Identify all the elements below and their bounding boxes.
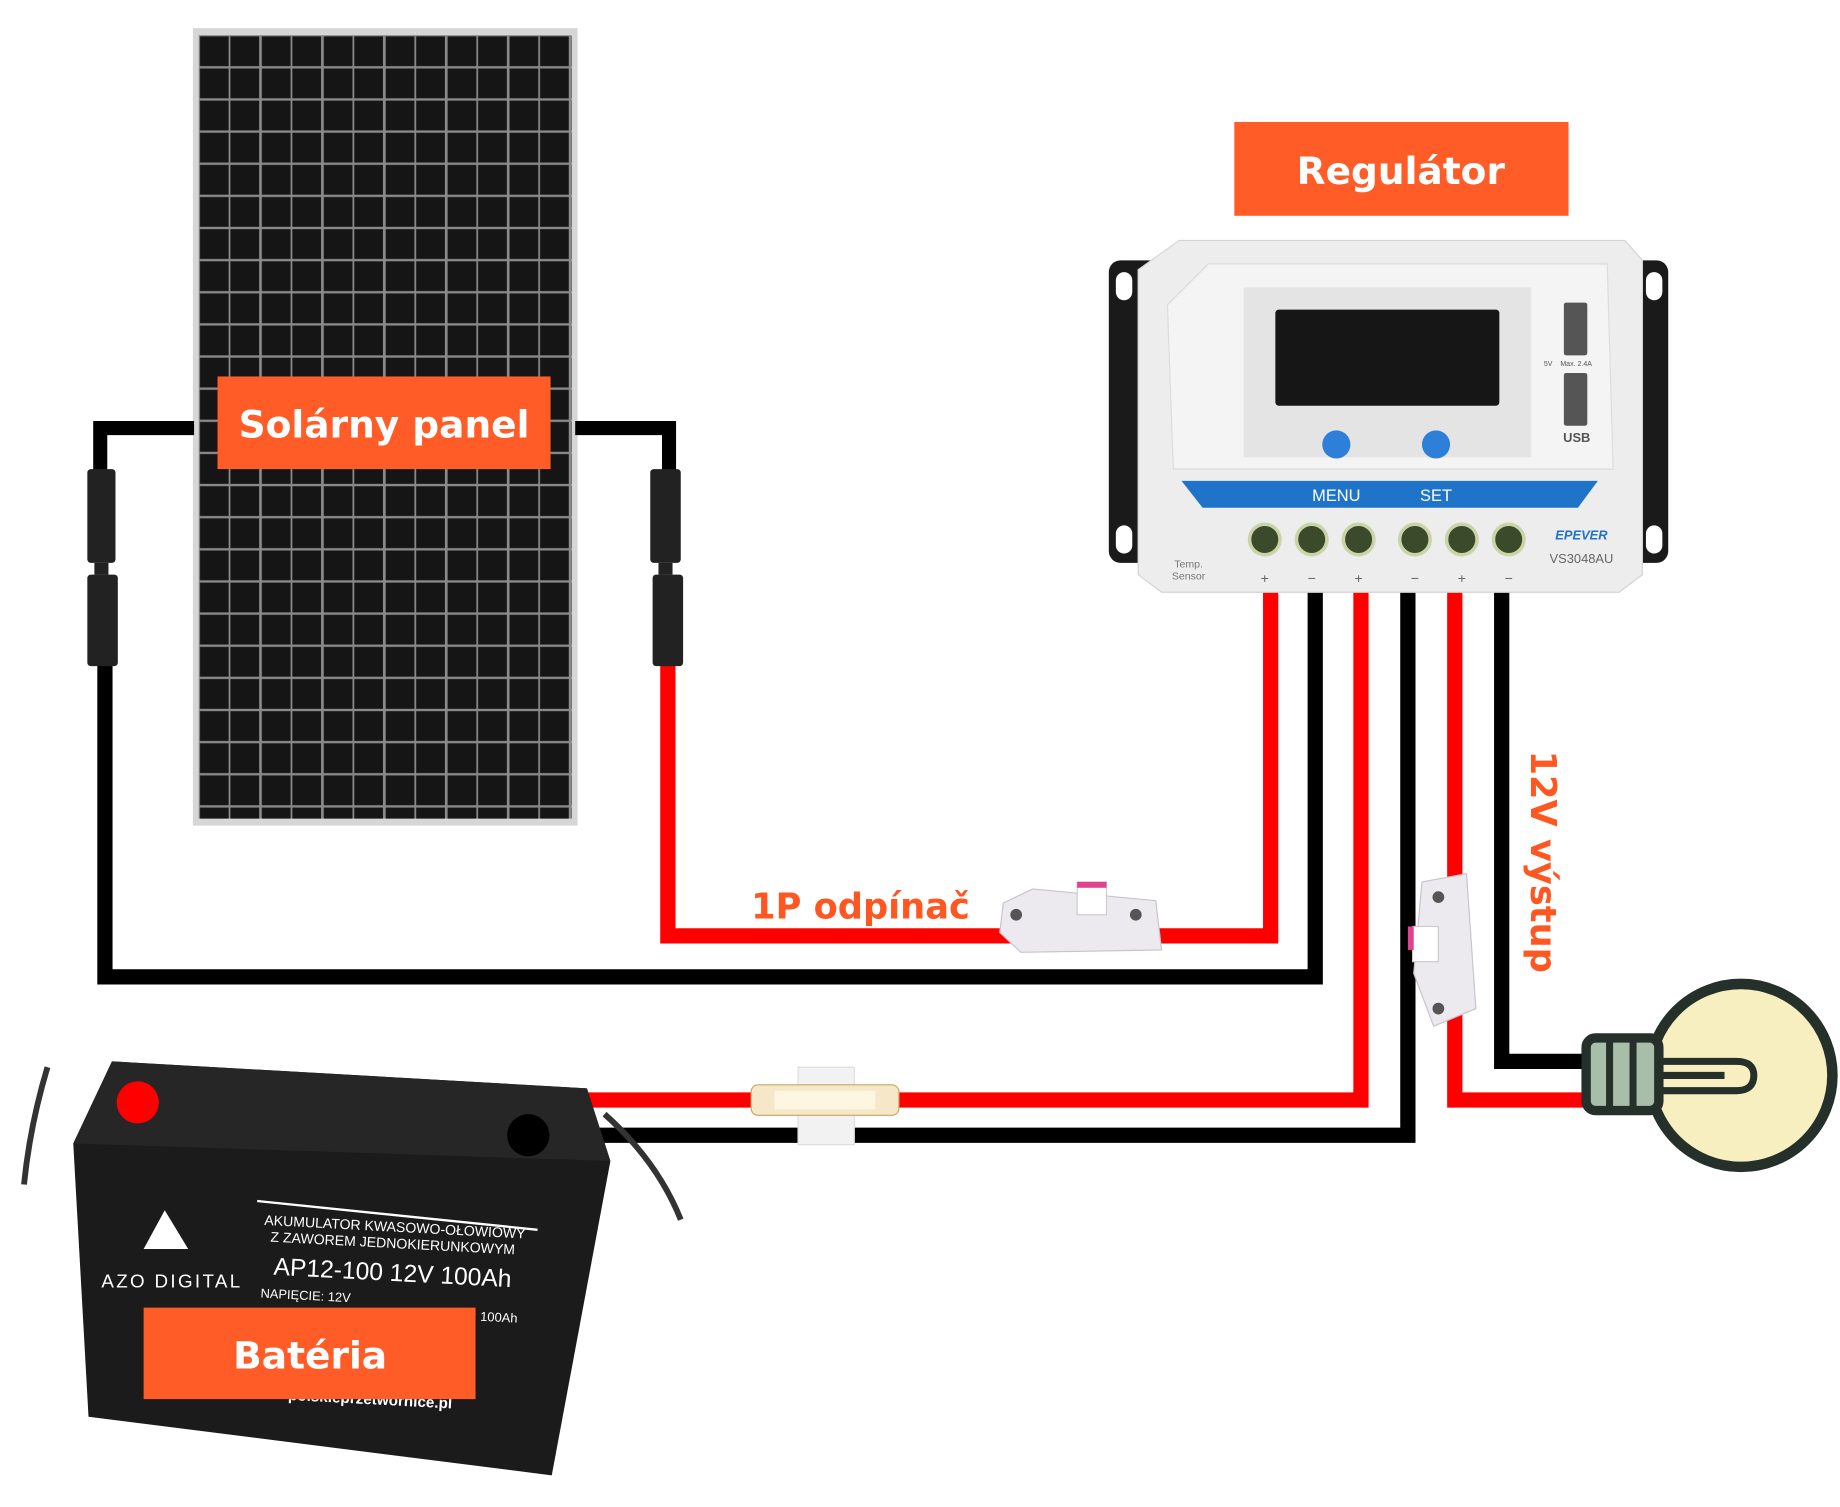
set-label: SET [1420, 487, 1452, 505]
load-positive-wire [1447, 592, 1602, 1108]
model-label: VS3048AU [1550, 551, 1614, 566]
light-bulb-icon [1581, 978, 1838, 1173]
terminal-screws [1247, 522, 1526, 557]
battery-positive-terminal [116, 1081, 159, 1124]
usb-voltage: 5V [1544, 361, 1553, 368]
battery-negative-terminal [507, 1114, 550, 1157]
usb-label: USB [1563, 430, 1590, 445]
disconnector-breaker [999, 881, 1163, 953]
charge-controller: MENU SET 5V Max. 2.4A USB EPEVER VS3048A… [1108, 239, 1669, 593]
battery-voltage: NAPIĘCIE: 12V [260, 1285, 351, 1305]
usb-port [1563, 302, 1588, 356]
output-label: 12V výstup [1522, 751, 1563, 973]
panel-positive-wire-top [575, 421, 677, 481]
usb-port [1563, 372, 1588, 426]
output-breaker [1407, 873, 1477, 1027]
battery-plus: + [1355, 570, 1363, 586]
temp-sensor-label-2: Sensor [1172, 570, 1206, 582]
disconnector-label: 1P odpínač [751, 886, 970, 927]
label-controller: Regulátor [1234, 121, 1569, 216]
label-solar-panel: Solárny panel [217, 376, 551, 470]
pv-plus: + [1261, 570, 1269, 586]
pv-negative-wire [97, 592, 1323, 985]
battery-brand: AZO DIGITAL [101, 1271, 242, 1292]
load-plus: + [1458, 570, 1466, 586]
battery: AZO DIGITAL AKUMULATOR KWASOWO-OŁOWIOWY … [21, 1061, 684, 1476]
label-battery: Batéria [143, 1307, 476, 1400]
menu-label: MENU [1312, 487, 1360, 505]
inline-fuse [750, 1066, 900, 1146]
set-button[interactable] [1421, 430, 1451, 459]
pv-positive-wire [660, 592, 1279, 944]
solar-panel-label: Solárny panel [239, 402, 530, 446]
mc4-connectors [87, 469, 684, 667]
pv-minus: − [1308, 570, 1316, 586]
brand-logo: EPEVER [1555, 527, 1608, 542]
menu-button[interactable] [1322, 430, 1351, 459]
battery-label: Batéria [233, 1334, 387, 1378]
load-minus: − [1505, 570, 1513, 586]
panel-negative-wire [93, 421, 195, 481]
temp-sensor-label-1: Temp. [1174, 559, 1203, 571]
lcd-screen [1275, 309, 1500, 406]
battery-minus: − [1411, 570, 1419, 586]
battery-capacity: : 100Ah [473, 1308, 518, 1325]
usb-current: Max. 2.4A [1560, 361, 1592, 368]
load-negative-wire [1494, 592, 1602, 1069]
controller-label: Regulátor [1297, 149, 1506, 193]
